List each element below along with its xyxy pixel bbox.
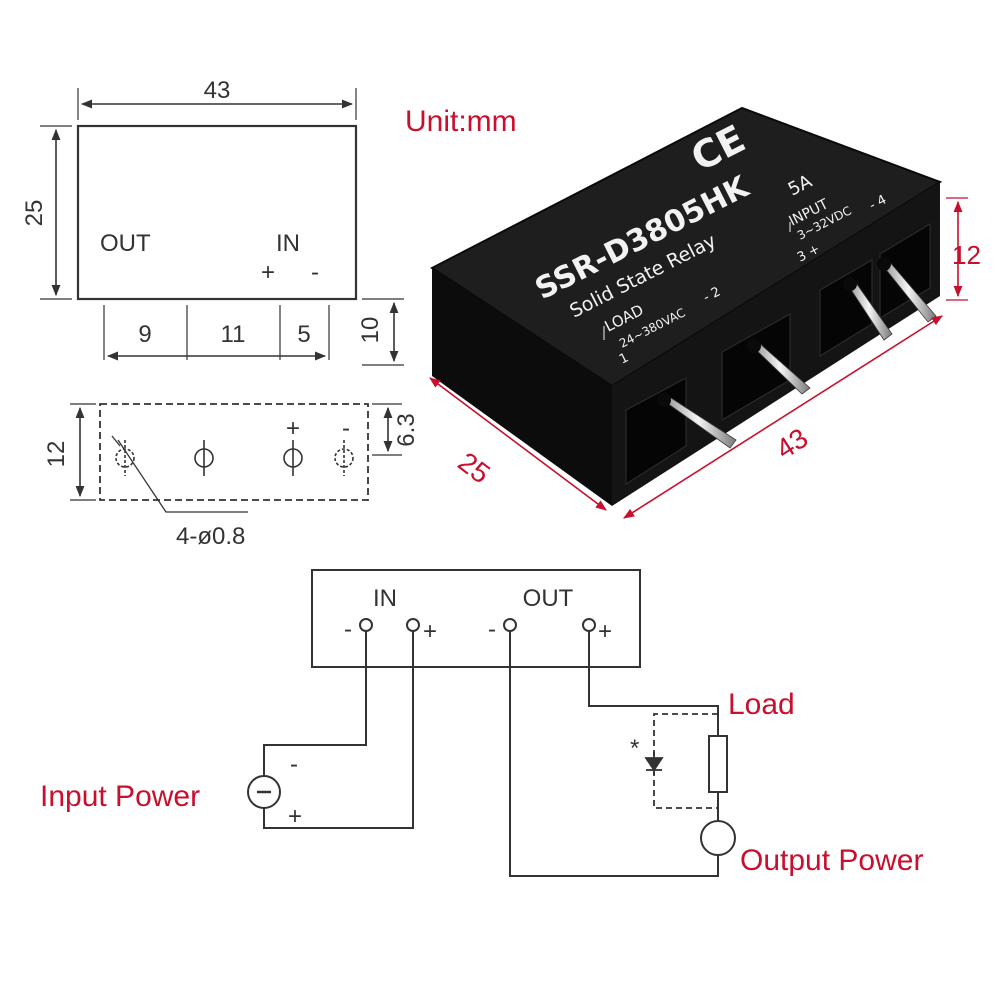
input-minus-wire	[263, 631, 367, 776]
hole-label: 4-ø0.8	[176, 523, 245, 550]
out-plus-terminal	[582, 618, 596, 632]
top-view-body	[76, 124, 358, 301]
side-right-dim-label: 6.3	[393, 413, 420, 446]
load-label: Load	[728, 688, 795, 721]
side-view-body	[99, 403, 369, 501]
relay-illustration: CE SSR-D3805HK Solid State Relay 5A INPU…	[430, 106, 943, 506]
pin-hole-4	[334, 440, 354, 476]
plus-sign: +	[261, 259, 275, 286]
diode-star: *	[630, 735, 639, 762]
relay-length-label: 43	[770, 422, 813, 465]
wiring-in-label: IN	[373, 585, 397, 612]
diode-icon	[644, 752, 664, 775]
side-minus-sign: -	[342, 415, 350, 442]
output-plus-wire	[588, 631, 719, 736]
right-dim-label: 10	[357, 317, 384, 344]
minus-sign: -	[311, 259, 319, 286]
input-power-label: Input Power	[40, 780, 200, 813]
spacing-label-3: 5	[297, 321, 310, 348]
top-height-label: 25	[21, 200, 48, 227]
relay-length-dim-line	[623, 315, 943, 519]
side-view	[70, 403, 402, 513]
wiring-out-plus: +	[598, 618, 612, 645]
in-plus-terminal	[406, 618, 420, 632]
relay-width-label: 25	[452, 446, 496, 490]
input-power-source	[247, 775, 281, 809]
input-plus-wire	[263, 631, 414, 829]
load-resistor	[708, 735, 728, 793]
wiring-diagram	[247, 569, 736, 877]
spacing-label-1: 9	[138, 321, 151, 348]
relay-box	[311, 569, 641, 668]
top-view	[40, 88, 404, 366]
relay-width-dim-line	[429, 377, 607, 511]
source-minus: -	[290, 751, 298, 778]
side-plus-sign: +	[286, 415, 300, 442]
output-power-label: Output Power	[740, 844, 923, 877]
out-minus-terminal	[503, 618, 517, 632]
wiring-out-minus: -	[488, 616, 496, 643]
unit-label: Unit:mm	[405, 105, 517, 138]
pin-hole-3	[283, 440, 303, 476]
relay-height-label: 12	[952, 240, 981, 270]
relay-pin4: - 4	[867, 192, 889, 213]
in-minus-terminal	[359, 618, 373, 632]
output-minus-wire	[509, 631, 719, 877]
side-height-label: 12	[43, 441, 70, 468]
spacing-label-2: 11	[221, 321, 246, 348]
wiring-in-minus: -	[344, 616, 352, 643]
out-label: OUT	[100, 230, 151, 257]
source-plus: +	[288, 803, 302, 830]
relay-pin2: - 2	[701, 284, 723, 305]
wiring-out-label: OUT	[523, 585, 574, 612]
top-width-label: 43	[204, 77, 231, 104]
pin-hole-2	[194, 440, 214, 476]
output-power-source	[700, 820, 736, 856]
hole-leader-line	[117, 439, 248, 513]
wiring-in-plus: +	[423, 618, 437, 645]
in-label: IN	[276, 230, 300, 257]
pin-hole-1	[115, 440, 135, 476]
